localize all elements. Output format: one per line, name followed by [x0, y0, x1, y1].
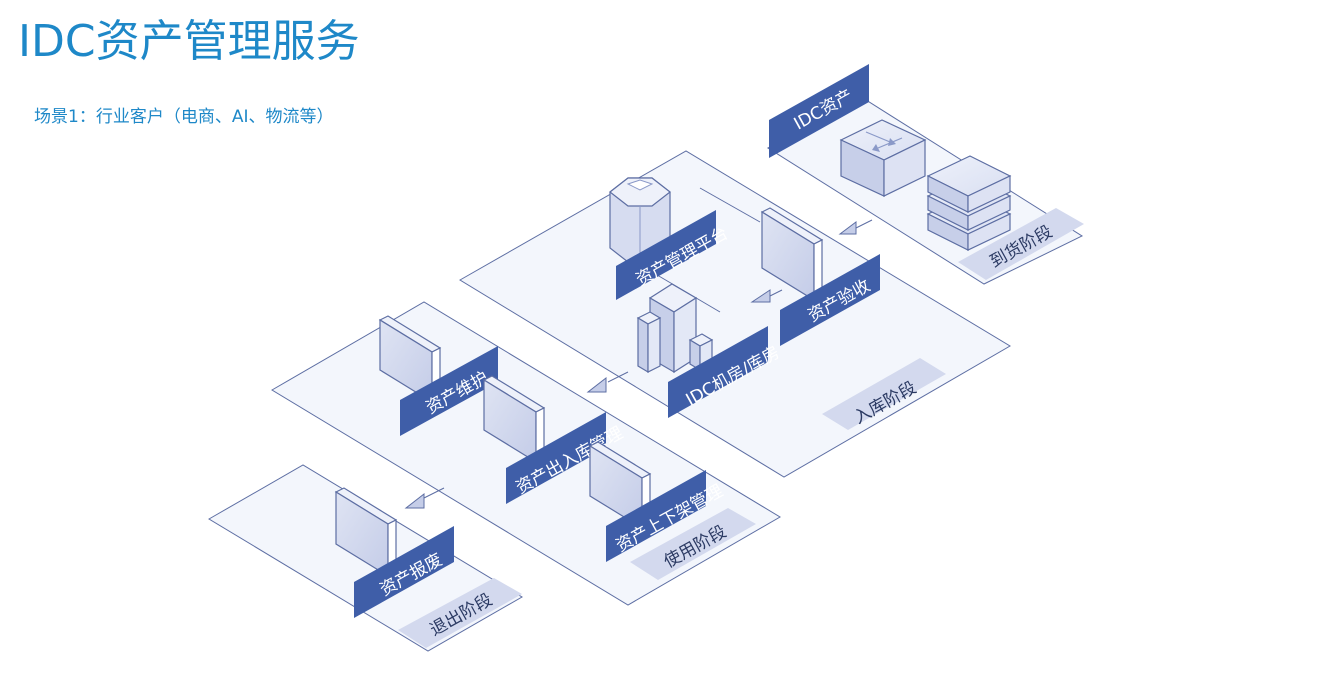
scenario-subtitle: 场景1：行业客户（电商、AI、物流等）	[34, 107, 334, 127]
flow-arrow-acceptance-to-room	[750, 289, 783, 303]
switch-device-icon	[839, 119, 927, 197]
flow-arrow-inbound-to-usage	[586, 371, 629, 393]
flow-arrow-usage-to-exit	[404, 487, 445, 509]
platform-cylinder-icon	[609, 177, 671, 263]
page-title: IDC资产管理服务	[18, 16, 360, 67]
datacenter-building-icon	[636, 283, 714, 374]
shelf-panel-icon	[588, 441, 652, 530]
flow-arrow-arrival-to-inbound	[838, 219, 873, 235]
server-stack-icon	[926, 155, 1012, 251]
